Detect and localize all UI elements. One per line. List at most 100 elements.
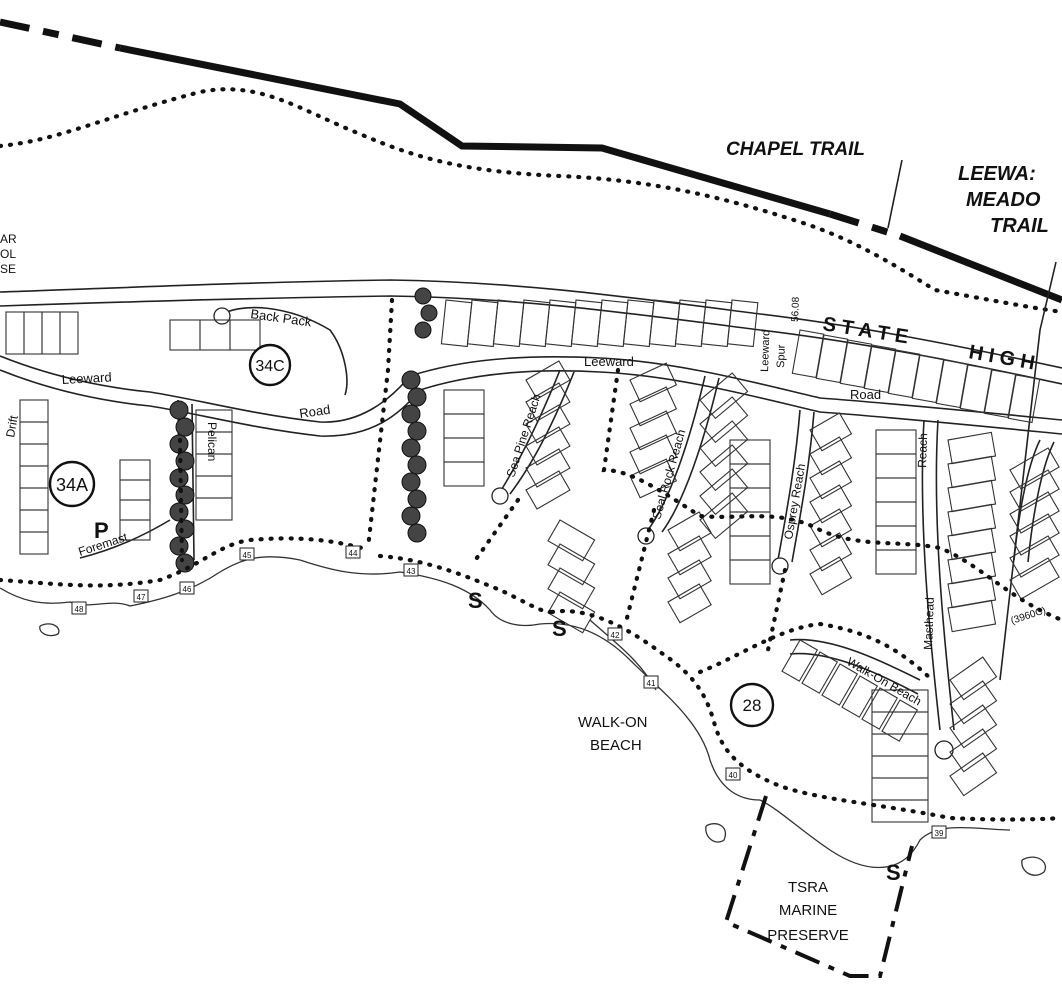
post-44: 44 bbox=[345, 545, 361, 559]
lot bbox=[809, 508, 853, 548]
svg-text:40: 40 bbox=[729, 771, 738, 780]
svg-text:42: 42 bbox=[611, 631, 620, 640]
tree bbox=[407, 421, 427, 441]
svg-text:41: 41 bbox=[647, 679, 656, 688]
lot bbox=[875, 549, 917, 575]
lot bbox=[699, 396, 749, 444]
lot bbox=[547, 543, 596, 586]
lot bbox=[119, 499, 151, 521]
road-label-reach: Reach bbox=[915, 433, 930, 468]
leeward-meadow-trail-line3: TRAIL bbox=[990, 215, 1049, 237]
lot bbox=[525, 404, 571, 444]
tree bbox=[401, 472, 421, 492]
route-code-label: (3960C) bbox=[1010, 605, 1048, 627]
lot bbox=[949, 656, 998, 701]
lot bbox=[809, 484, 853, 524]
lot bbox=[699, 492, 749, 540]
lot bbox=[667, 511, 712, 552]
area-badge-34a: 34A bbox=[48, 460, 96, 508]
preserve-label-2: MARINE bbox=[779, 902, 837, 919]
coastline bbox=[0, 556, 1046, 876]
lot bbox=[809, 460, 853, 500]
lot bbox=[19, 399, 49, 423]
lot bbox=[947, 599, 997, 633]
lot bbox=[983, 369, 1017, 419]
road-label-leeward-spur-1: Leeward bbox=[759, 330, 772, 373]
stairs-symbol-1: S bbox=[468, 588, 483, 613]
partial-label-line2: OL bbox=[0, 247, 16, 261]
lot bbox=[547, 567, 596, 610]
road-label-leeward-west: Leeward bbox=[61, 369, 112, 387]
svg-text:34C: 34C bbox=[255, 358, 284, 375]
lot bbox=[667, 583, 712, 624]
lot bbox=[911, 354, 945, 404]
walk-on-beach-label-2: BEACH bbox=[590, 737, 642, 754]
lot bbox=[629, 386, 678, 427]
tree bbox=[407, 523, 427, 543]
lot bbox=[19, 465, 49, 489]
lot bbox=[19, 509, 49, 533]
lot bbox=[492, 299, 525, 348]
lot bbox=[801, 651, 839, 694]
area-badge-28: 28 bbox=[729, 682, 775, 728]
lot bbox=[195, 475, 233, 499]
parking-symbol: P bbox=[94, 518, 109, 543]
lot bbox=[699, 372, 749, 420]
lot bbox=[667, 535, 712, 576]
leeward-road bbox=[0, 355, 1062, 437]
tree bbox=[169, 502, 189, 522]
svg-text:45: 45 bbox=[243, 551, 252, 560]
lot bbox=[443, 413, 485, 439]
lot bbox=[195, 497, 233, 521]
lot bbox=[729, 535, 771, 561]
road-label-road-east: Road bbox=[850, 387, 881, 402]
lot bbox=[1009, 513, 1060, 556]
chapel-trail-leader bbox=[887, 159, 903, 229]
lot bbox=[809, 556, 853, 596]
lot bbox=[861, 687, 899, 730]
tree bbox=[169, 400, 189, 420]
lot bbox=[440, 299, 473, 348]
tree bbox=[401, 370, 421, 390]
lot bbox=[629, 410, 678, 451]
lot bbox=[949, 728, 998, 773]
lot bbox=[729, 487, 771, 513]
marine-preserve-boundary bbox=[723, 795, 914, 978]
area-badge-34c: 34C bbox=[248, 343, 292, 387]
lot bbox=[809, 436, 853, 476]
lot bbox=[781, 639, 819, 682]
lot bbox=[809, 532, 853, 572]
lot bbox=[875, 429, 917, 455]
lot bbox=[596, 299, 629, 348]
lot bbox=[935, 359, 969, 409]
lot bbox=[59, 311, 79, 355]
lot bbox=[1009, 557, 1060, 600]
lot bbox=[841, 675, 879, 718]
tree bbox=[169, 536, 189, 556]
leeward-meadow-trail-line1: LEEWA: bbox=[958, 163, 1036, 185]
tree bbox=[175, 417, 195, 437]
tree bbox=[414, 321, 432, 339]
tree bbox=[414, 287, 432, 305]
svg-text:34A: 34A bbox=[56, 475, 88, 495]
lot bbox=[525, 448, 571, 488]
highway-label-high: H I G H bbox=[967, 341, 1036, 374]
lot bbox=[41, 311, 61, 355]
tree bbox=[175, 553, 195, 573]
lot bbox=[1009, 469, 1060, 512]
tree bbox=[401, 404, 421, 424]
tree bbox=[407, 387, 427, 407]
upper-dotted-trail bbox=[0, 87, 1062, 315]
lot bbox=[23, 311, 43, 355]
lot bbox=[947, 479, 997, 513]
lot bbox=[947, 431, 997, 465]
lot bbox=[19, 531, 49, 555]
lot bbox=[821, 663, 859, 706]
lot bbox=[443, 461, 485, 487]
lot bbox=[525, 426, 571, 466]
lot bbox=[699, 420, 749, 468]
lot bbox=[119, 459, 151, 481]
lot bbox=[629, 434, 678, 475]
lot bbox=[119, 479, 151, 501]
